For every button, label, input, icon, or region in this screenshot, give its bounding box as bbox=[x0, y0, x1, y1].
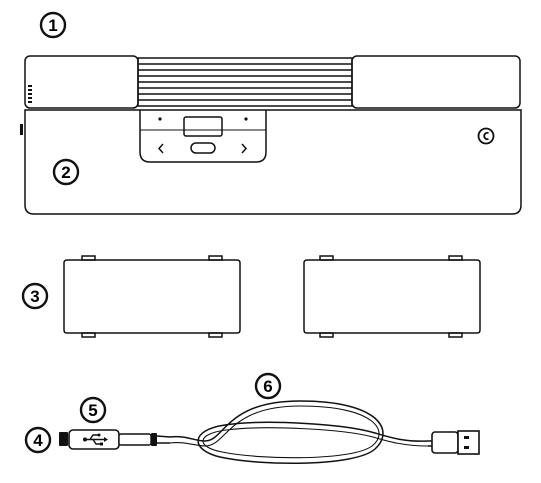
copyright-logo-icon bbox=[477, 127, 495, 145]
svg-text:2: 2 bbox=[61, 163, 70, 182]
callout-1: 1 bbox=[39, 11, 67, 39]
usb-cable bbox=[59, 400, 480, 465]
left-top-module bbox=[24, 55, 139, 109]
wrist-rest bbox=[24, 109, 522, 215]
callout-5: 5 bbox=[79, 396, 107, 424]
usb-c-connector bbox=[59, 429, 171, 450]
callout-4: 4 bbox=[24, 426, 52, 454]
svg-text:4: 4 bbox=[33, 431, 43, 450]
callout-3: 3 bbox=[21, 282, 49, 310]
svg-text:1: 1 bbox=[48, 16, 57, 35]
roller-bar bbox=[137, 57, 353, 107]
right-top-module bbox=[351, 55, 521, 109]
usb-symbol-icon bbox=[83, 433, 108, 446]
status-dots bbox=[28, 85, 32, 103]
svg-text:3: 3 bbox=[30, 287, 39, 306]
chevron-right-icon bbox=[241, 143, 248, 154]
button-panel bbox=[139, 110, 267, 163]
svg-text:5: 5 bbox=[88, 401, 97, 420]
callout-2: 2 bbox=[52, 158, 80, 186]
scroll-button bbox=[190, 142, 216, 154]
center-button bbox=[183, 116, 223, 137]
side-notch bbox=[20, 124, 23, 135]
cable-loop bbox=[169, 400, 429, 465]
pad-left bbox=[63, 255, 241, 338]
chevron-left-icon bbox=[157, 143, 164, 154]
pad-right bbox=[303, 255, 481, 338]
device-unit bbox=[20, 55, 522, 215]
svg-text:6: 6 bbox=[263, 377, 272, 396]
callout-6: 6 bbox=[254, 372, 282, 400]
usb-a-connector bbox=[428, 430, 480, 455]
